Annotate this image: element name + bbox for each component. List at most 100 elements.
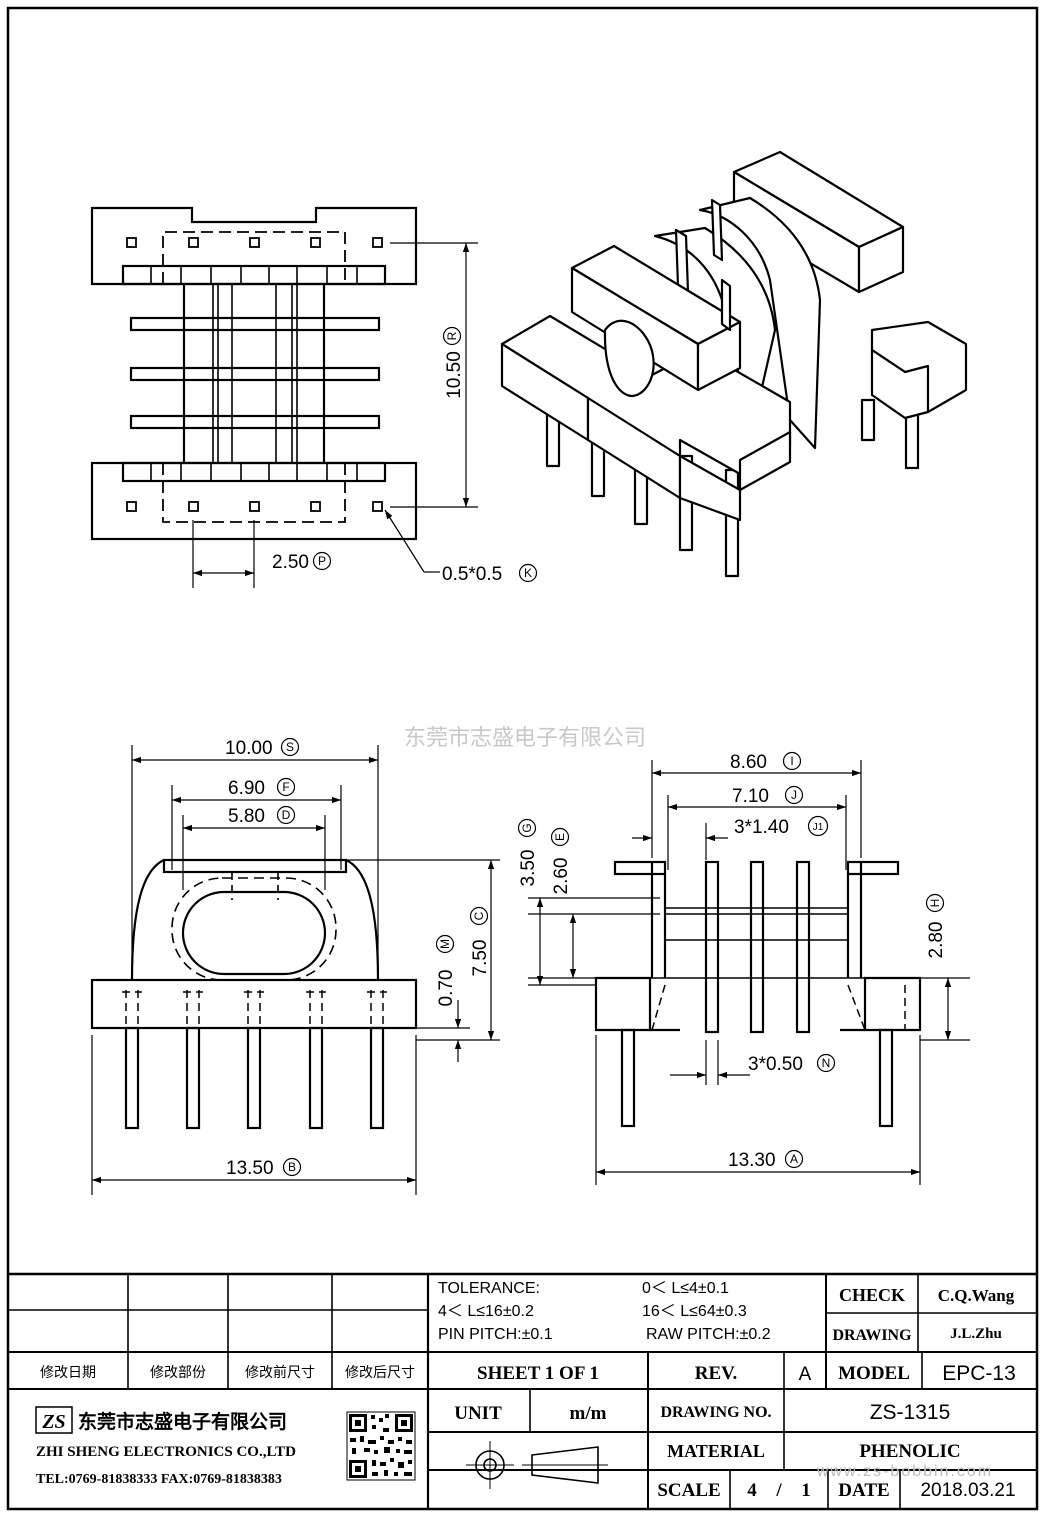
dim-tag-circle	[280, 737, 300, 757]
scale-sep: /	[775, 1480, 782, 1501]
drawing-label: DRAWING	[832, 1327, 912, 1344]
top-view-dimensions	[192, 242, 478, 588]
rev-label: REV.	[695, 1363, 737, 1384]
side-view	[594, 860, 922, 1128]
dim-tag-circle	[312, 551, 332, 571]
isometric-view	[500, 150, 968, 578]
dim-height-h-tag: H	[928, 899, 942, 908]
logo-text: ZS	[41, 1411, 65, 1433]
dim-pin-square: 0.5*0.5	[442, 564, 502, 585]
sheet-info: SHEET 1 OF 1	[477, 1363, 599, 1384]
side-view-slot-2	[749, 860, 765, 1034]
drawing-value: J.L.Zhu	[950, 1326, 1002, 1342]
company-contact: TEL:0769-81838333 FAX:0769-81838383	[36, 1472, 282, 1487]
dim-top-height-tag: R	[445, 331, 459, 340]
tolerance-1: 0＜ L≤4±0.1	[642, 1280, 729, 1297]
dim-tag-circle	[784, 785, 804, 805]
dim-width-f-tag: F	[282, 780, 289, 794]
dim-height-g: 3.50	[518, 850, 539, 887]
top-view	[90, 206, 418, 541]
unit-label: UNIT	[454, 1403, 502, 1424]
top-view-upper-flange	[90, 206, 418, 286]
company-name-cn: 东莞市志盛电子有限公司	[78, 1410, 287, 1433]
side-view-pin-left	[620, 1028, 636, 1128]
top-view-lower-rib	[121, 461, 387, 483]
dim-slot-n-tag: N	[822, 1056, 831, 1070]
side-view-dimensions	[528, 760, 970, 1185]
material-label: MATERIAL	[667, 1441, 765, 1461]
dim-base-b-tag: B	[288, 1160, 296, 1174]
dim-height-m: 0.70	[436, 970, 457, 1007]
top-view-divider-3	[129, 414, 381, 430]
dim-tag-circle	[282, 1157, 302, 1177]
model-value: EPC-13	[942, 1362, 1016, 1385]
scale-label: SCALE	[657, 1480, 720, 1501]
dim-top-height: 10.50	[444, 351, 465, 399]
front-view-pins	[124, 1026, 385, 1130]
front-view-left-arc	[130, 858, 165, 981]
iso-divider-2	[653, 226, 777, 398]
dim-width-i: 8.60	[730, 752, 767, 773]
sheet-border	[6, 6, 1039, 1511]
dim-tag-circle	[925, 893, 945, 913]
dim-width-f: 6.90	[228, 778, 265, 799]
rev-value: A	[799, 1364, 812, 1385]
side-view-base	[594, 976, 922, 1032]
dim-width-d-tag: D	[282, 808, 291, 822]
iso-base-front-3	[678, 454, 742, 522]
drawing-no-label: DRAWING NO.	[660, 1404, 771, 1421]
dim-height-m-tag: M	[438, 939, 452, 949]
dim-height-c: 7.50	[470, 940, 491, 977]
dim-tag-circle	[807, 815, 829, 837]
pin-pitch: PIN PITCH:±0.1	[438, 1326, 553, 1343]
rev-header-before: 修改前尺寸	[245, 1364, 315, 1381]
dim-tag-circle	[782, 751, 802, 771]
dim-width-s-tag: S	[286, 740, 294, 754]
dim-tag-circle	[518, 563, 538, 583]
scale-num: 4	[747, 1480, 757, 1501]
website-watermark: www.zs-bobbin.com	[816, 1463, 993, 1480]
date-label: DATE	[838, 1480, 889, 1501]
company-logo-icon: ZS	[35, 1406, 73, 1434]
dim-tag-circle	[816, 1053, 836, 1073]
raw-pitch: RAW PITCH:±0.2	[646, 1326, 771, 1343]
front-view-dimensions	[91, 745, 500, 1195]
dim-width-s: 10.00	[225, 738, 273, 759]
dim-tag-circle	[550, 827, 570, 847]
drawing-no-value: ZS-1315	[870, 1401, 951, 1424]
dim-height-e: 2.60	[551, 858, 572, 895]
tolerance-label: TOLERANCE:	[438, 1280, 540, 1297]
dim-tag-circle	[442, 326, 462, 346]
side-view-left-flange	[613, 860, 667, 876]
dim-base-a: 13.30	[728, 1150, 776, 1171]
dim-height-g-tag: G	[520, 823, 534, 832]
rev-header-part: 修改部份	[150, 1365, 206, 1381]
dim-width-i-tag: I	[790, 754, 793, 768]
side-view-slot-1	[704, 860, 720, 1034]
dim-base-a-tag: A	[790, 1152, 798, 1166]
top-view-pin-squares	[126, 237, 383, 512]
dim-height-h: 2.80	[926, 922, 947, 959]
dim-tag-circle	[276, 777, 296, 797]
top-view-upper-rib	[121, 264, 387, 286]
rev-header-date: 修改日期	[40, 1365, 96, 1381]
front-view-core-window	[181, 890, 327, 976]
side-view-pin-right	[878, 1028, 894, 1128]
dim-height-e-tag: E	[553, 833, 567, 841]
tolerance-2: 4＜ L≤16±0.2	[438, 1303, 534, 1320]
iso-back-flange-side	[857, 225, 905, 294]
dim-tag-circle	[435, 934, 455, 954]
company-name-en: ZHI SHENG ELECTRONICS CO.,LTD	[36, 1444, 296, 1460]
tolerance-3: 16＜ L≤64±0.3	[642, 1303, 747, 1320]
front-view-top-bar	[162, 858, 348, 874]
dim-tag-circle	[276, 805, 296, 825]
dim-slot-n: 3*0.50	[748, 1054, 803, 1075]
dim-pitch-j1: 3*1.40	[734, 817, 789, 838]
iso-base-front-4	[738, 430, 792, 492]
dim-width-d: 5.80	[228, 806, 265, 827]
side-view-slot-3	[795, 860, 811, 1034]
dim-pitch-tag: P	[318, 554, 326, 568]
dim-tag-circle	[784, 1149, 804, 1169]
dim-tag-circle	[469, 906, 489, 926]
